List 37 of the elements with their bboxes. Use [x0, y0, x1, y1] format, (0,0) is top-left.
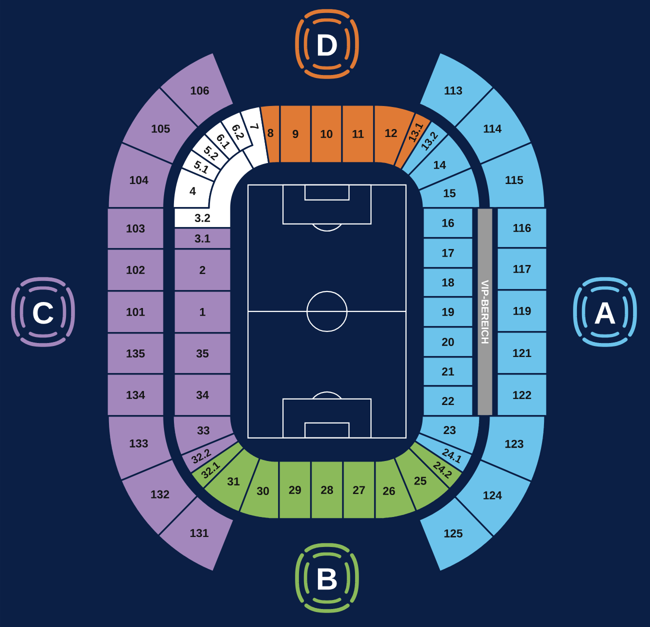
seating-section: 19 [422, 296, 474, 328]
seating-section: 102 [106, 248, 165, 292]
stand-badge: A [573, 277, 637, 347]
seating-section: 123 [479, 415, 546, 482]
seating-section: 11 [341, 104, 375, 164]
seating-section: 17 [422, 237, 474, 269]
seating-section: 122 [496, 373, 548, 417]
seating-section: 117 [496, 247, 548, 291]
seating-section: 30 [238, 457, 280, 520]
seating-section: 35 [173, 332, 232, 375]
seating-section: 116 [496, 207, 548, 249]
seating-section: 9 [279, 104, 312, 164]
seating-section: 134 [106, 373, 165, 417]
seating-section: 16 [422, 207, 474, 239]
seating-section: 29 [278, 460, 312, 520]
seating-section: 104 [107, 142, 174, 209]
stand-badge: B [295, 543, 359, 613]
stand-badge: D [295, 9, 359, 79]
seating-section: 1 [173, 290, 232, 334]
seating-section: 22 [422, 385, 474, 417]
seating-section: 3.1 [173, 227, 232, 250]
seating-section: VIP-BEREICH [476, 207, 494, 417]
seating-section: 34 [173, 373, 232, 417]
stand-badge: C [11, 277, 75, 347]
seating-section: 10 [310, 104, 343, 164]
seating-section: 135 [106, 332, 165, 375]
seating-section: 28 [310, 460, 344, 520]
seating-section: 103 [106, 207, 165, 250]
seating-section: 20 [422, 326, 474, 358]
seating-section: 119 [496, 289, 548, 333]
seating-section: 27 [342, 460, 376, 520]
seating-section: 21 [422, 356, 474, 387]
seating-section: 2 [173, 248, 232, 292]
seating-section: 121 [496, 331, 548, 375]
seating-section: 133 [107, 415, 174, 482]
seating-section: 18 [422, 267, 474, 298]
seating-section: 101 [106, 290, 165, 334]
